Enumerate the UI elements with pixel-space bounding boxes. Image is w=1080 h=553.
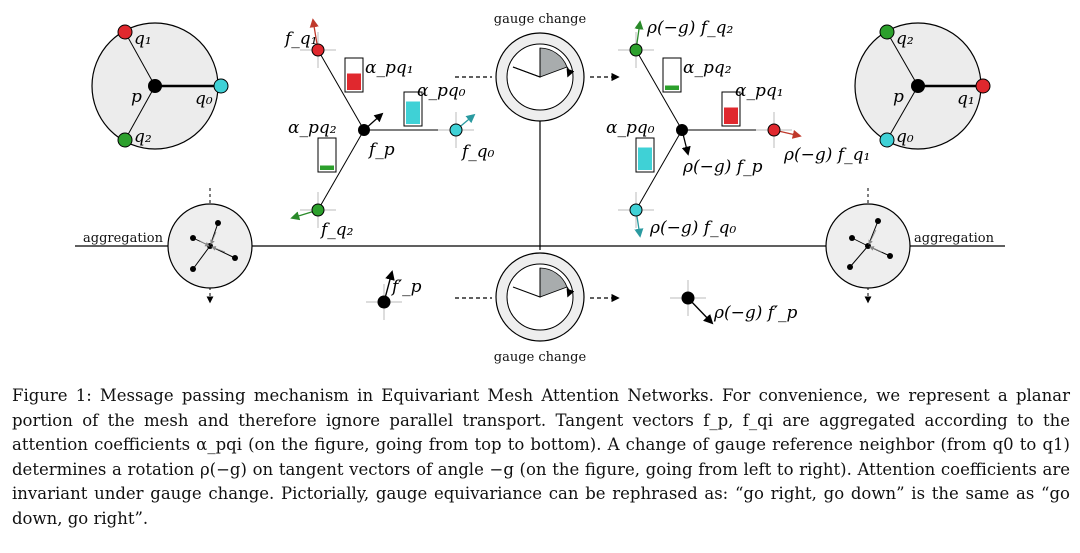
node-q2 bbox=[629, 43, 643, 57]
label-f-prime-p: f′_p bbox=[390, 277, 422, 297]
aggregation-disc-right: aggregation bbox=[825, 203, 995, 289]
node-q0 bbox=[629, 203, 643, 217]
gauge-change-dial-bottom: gauge change bbox=[494, 252, 587, 365]
aggregation-disc-left: aggregation bbox=[83, 203, 253, 289]
label-f-q2: f_q₂ bbox=[319, 220, 354, 240]
label-f-q1: f_q₁ bbox=[283, 29, 318, 49]
attention-bar-pq2 bbox=[662, 57, 682, 93]
attention-bar-pq1 bbox=[344, 57, 364, 93]
label-p: p bbox=[893, 87, 904, 107]
aggregation-label-right: aggregation bbox=[914, 231, 995, 246]
label-alpha-pq1: α_pq₁ bbox=[735, 81, 784, 101]
aggregation-label-left: aggregation bbox=[83, 231, 164, 246]
label-q1: q₁ bbox=[957, 89, 975, 109]
node-q0 bbox=[879, 132, 895, 148]
node-q0 bbox=[449, 123, 463, 137]
gauge-change-dial-top: gauge change bbox=[494, 12, 587, 122]
node-p bbox=[911, 79, 925, 93]
label-q1: q₁ bbox=[134, 29, 152, 49]
attention-bar-pq0 bbox=[635, 137, 655, 173]
label-rho-f-prime-p: ρ(−g) f′_p bbox=[713, 303, 797, 323]
node-q2 bbox=[311, 203, 325, 217]
node-q1 bbox=[311, 43, 325, 57]
attention-bar-pq1 bbox=[721, 91, 741, 127]
label-alpha-pq0: α_pq₀ bbox=[606, 118, 655, 138]
node-q1 bbox=[975, 78, 991, 94]
right-feature-star: ρ(−g) f_q₂ α_pq₂ α_pq₁ α_pq₀ ρ(−g) f_p ρ… bbox=[606, 18, 870, 238]
node-q1 bbox=[767, 123, 781, 137]
figure-caption: Figure 1:Message passing mechanism in Eq… bbox=[12, 384, 1070, 532]
label-alpha-pq2: α_pq₂ bbox=[288, 118, 337, 138]
node-p bbox=[148, 79, 162, 93]
label-q2: q₂ bbox=[134, 127, 152, 147]
attention-bar-pq0 bbox=[403, 91, 423, 127]
attention-bar-pq2 bbox=[317, 137, 337, 173]
node-q2 bbox=[117, 132, 133, 148]
label-rho-f-p: ρ(−g) f_p bbox=[682, 157, 763, 177]
caption-text: Message passing mechanism in Equivariant… bbox=[12, 386, 1070, 528]
node-q2 bbox=[879, 24, 895, 40]
figure-diagram: q₁ p q₀ q₂ q₂ p q₁ q₀ bbox=[75, 12, 1005, 365]
left-feature-star: f_q₁ α_pq₁ α_pq₀ α_pq₂ f_p f_q₀ f_q₂ bbox=[283, 18, 495, 240]
label-alpha-pq0: α_pq₀ bbox=[417, 81, 466, 101]
gauge-change-label-top: gauge change bbox=[494, 12, 587, 27]
label-q2: q₂ bbox=[896, 29, 914, 49]
node-q0 bbox=[213, 78, 229, 94]
left-neighborhood-graph: q₁ p q₀ q₂ bbox=[91, 22, 229, 150]
right-neighborhood-graph: q₂ p q₁ q₀ bbox=[854, 22, 991, 150]
label-f-p: f_p bbox=[367, 140, 395, 160]
label-rho-f-q1: ρ(−g) f_q₁ bbox=[783, 145, 870, 165]
label-f-q0: f_q₀ bbox=[460, 142, 495, 162]
node-q1 bbox=[117, 24, 133, 40]
gauge-change-label-bottom: gauge change bbox=[494, 350, 587, 365]
label-alpha-pq1: α_pq₁ bbox=[365, 58, 414, 78]
node-p bbox=[358, 124, 370, 136]
label-alpha-pq2: α_pq₂ bbox=[683, 58, 732, 78]
label-rho-f-q0: ρ(−g) f_q₀ bbox=[649, 218, 736, 238]
label-p: p bbox=[131, 87, 142, 107]
caption-label: Figure 1: bbox=[12, 386, 92, 405]
node-p bbox=[676, 124, 688, 136]
label-q0: q₀ bbox=[195, 89, 213, 109]
aggregated-output-right: ρ(−g) f′_p bbox=[670, 280, 797, 325]
label-q0: q₀ bbox=[896, 127, 914, 147]
aggregated-output-left: f′_p bbox=[366, 270, 422, 320]
label-rho-f-q2: ρ(−g) f_q₂ bbox=[646, 18, 733, 38]
